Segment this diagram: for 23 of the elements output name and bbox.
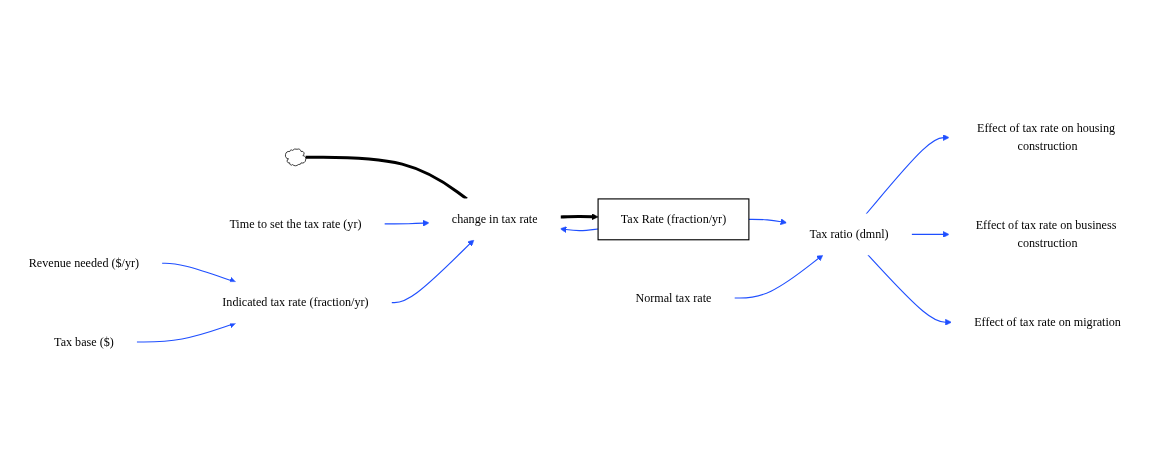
node-text: Tax ratio (dmnl) bbox=[809, 227, 889, 241]
arrow bbox=[383, 219, 430, 227]
connector bbox=[305, 155, 468, 200]
arrow bbox=[135, 321, 237, 343]
node-text: Effect of tax rate on business construction bbox=[975, 218, 1117, 250]
node-box: Tax Rate (fraction/yr) bbox=[597, 198, 750, 241]
node-text: Tax base ($) bbox=[54, 334, 114, 348]
node-text: Time to set the tax rate (yr) bbox=[229, 216, 362, 230]
arrow bbox=[390, 239, 475, 303]
arrow bbox=[910, 230, 950, 238]
arrow bbox=[865, 134, 950, 215]
arrow bbox=[733, 254, 824, 299]
node-text: Revenue needed ($/yr) bbox=[28, 256, 140, 270]
arrow bbox=[867, 254, 952, 326]
node-text: Normal tax rate bbox=[635, 291, 712, 304]
node-text: Indicated tax rate (fraction/yr) bbox=[222, 295, 369, 309]
node-text: Effect of tax rate on migration bbox=[974, 315, 1121, 329]
arrow bbox=[560, 213, 599, 220]
arrow bbox=[559, 226, 599, 233]
node-text: change in tax rate bbox=[451, 212, 538, 226]
node-cloud bbox=[285, 148, 307, 166]
node-text: Effect of tax rate on housing construction bbox=[977, 121, 1116, 153]
arrow bbox=[748, 218, 788, 225]
